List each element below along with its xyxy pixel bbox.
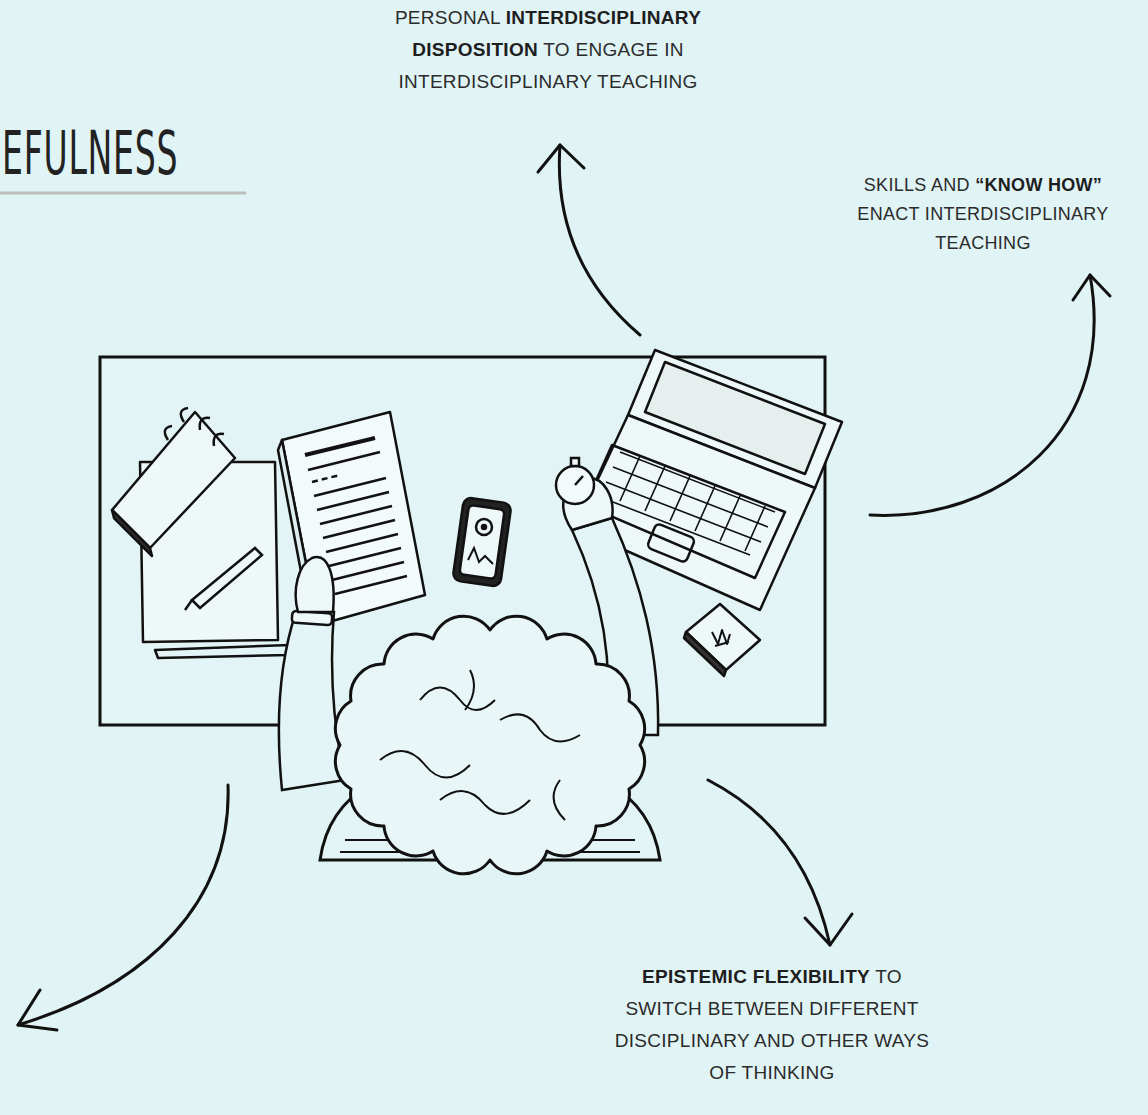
document (308, 452, 380, 470)
laptop (600, 452, 775, 555)
pen (185, 548, 262, 610)
sticky-note (684, 604, 760, 676)
keyword: “KNOW HOW” (975, 175, 1102, 195)
spiral-notebook (112, 510, 152, 556)
phone (476, 519, 492, 535)
stopwatch (556, 458, 594, 504)
document (305, 438, 375, 455)
curved-arrow (1073, 275, 1110, 300)
hair (335, 616, 644, 874)
document (314, 478, 386, 496)
laptop (600, 452, 775, 555)
label-text: ENACT INTERDISCIPLINARY TEACHING (857, 204, 1108, 253)
pen (192, 548, 262, 608)
phone (452, 497, 511, 587)
papers (155, 645, 290, 658)
hair (380, 670, 580, 820)
document (323, 520, 395, 538)
curved-arrow (559, 145, 640, 335)
phone (468, 548, 493, 564)
phone (482, 525, 486, 529)
document (320, 506, 392, 524)
laptop (647, 523, 696, 563)
curved-arrow (870, 275, 1094, 515)
annotation-text: PERSONAL INTERDISCIPLINARY DISPOSITION T… (348, 2, 748, 98)
phone (452, 497, 511, 587)
phone (459, 505, 504, 579)
left-arm (296, 557, 334, 612)
document (329, 548, 401, 566)
document (332, 562, 404, 580)
stopwatch (571, 458, 579, 466)
document (317, 492, 389, 510)
document (335, 576, 407, 594)
curved-arrow (18, 990, 57, 1030)
title: EFULNESS (2, 118, 178, 188)
document (282, 412, 425, 625)
pen (185, 600, 192, 610)
sticky-note (712, 630, 730, 646)
spiral-notebook (165, 408, 224, 446)
document (326, 534, 398, 552)
curved-arrow (708, 780, 830, 945)
curved-arrow (18, 785, 228, 1025)
sticky-note (686, 604, 760, 670)
curved-arrow (805, 914, 852, 945)
title-underline (0, 192, 245, 195)
hair (335, 616, 644, 874)
label-text: SKILLS AND (864, 175, 970, 195)
keyword: EPISTEMIC FLEXIBILITY (642, 966, 870, 987)
label-text: PERSONAL (395, 7, 500, 28)
curved-arrow (18, 145, 1110, 1030)
document (278, 412, 425, 630)
document (312, 475, 340, 482)
curved-arrow (538, 145, 584, 172)
stopwatch (575, 476, 583, 485)
spiral-notebook (112, 408, 235, 556)
annotation-text: SKILLS AND “KNOW HOW” ENACT INTERDISCIPL… (833, 171, 1133, 258)
annotation-text: EPISTEMIC FLEXIBILITY TO SWITCH BETWEEN … (602, 961, 942, 1089)
stopwatch (556, 466, 594, 504)
